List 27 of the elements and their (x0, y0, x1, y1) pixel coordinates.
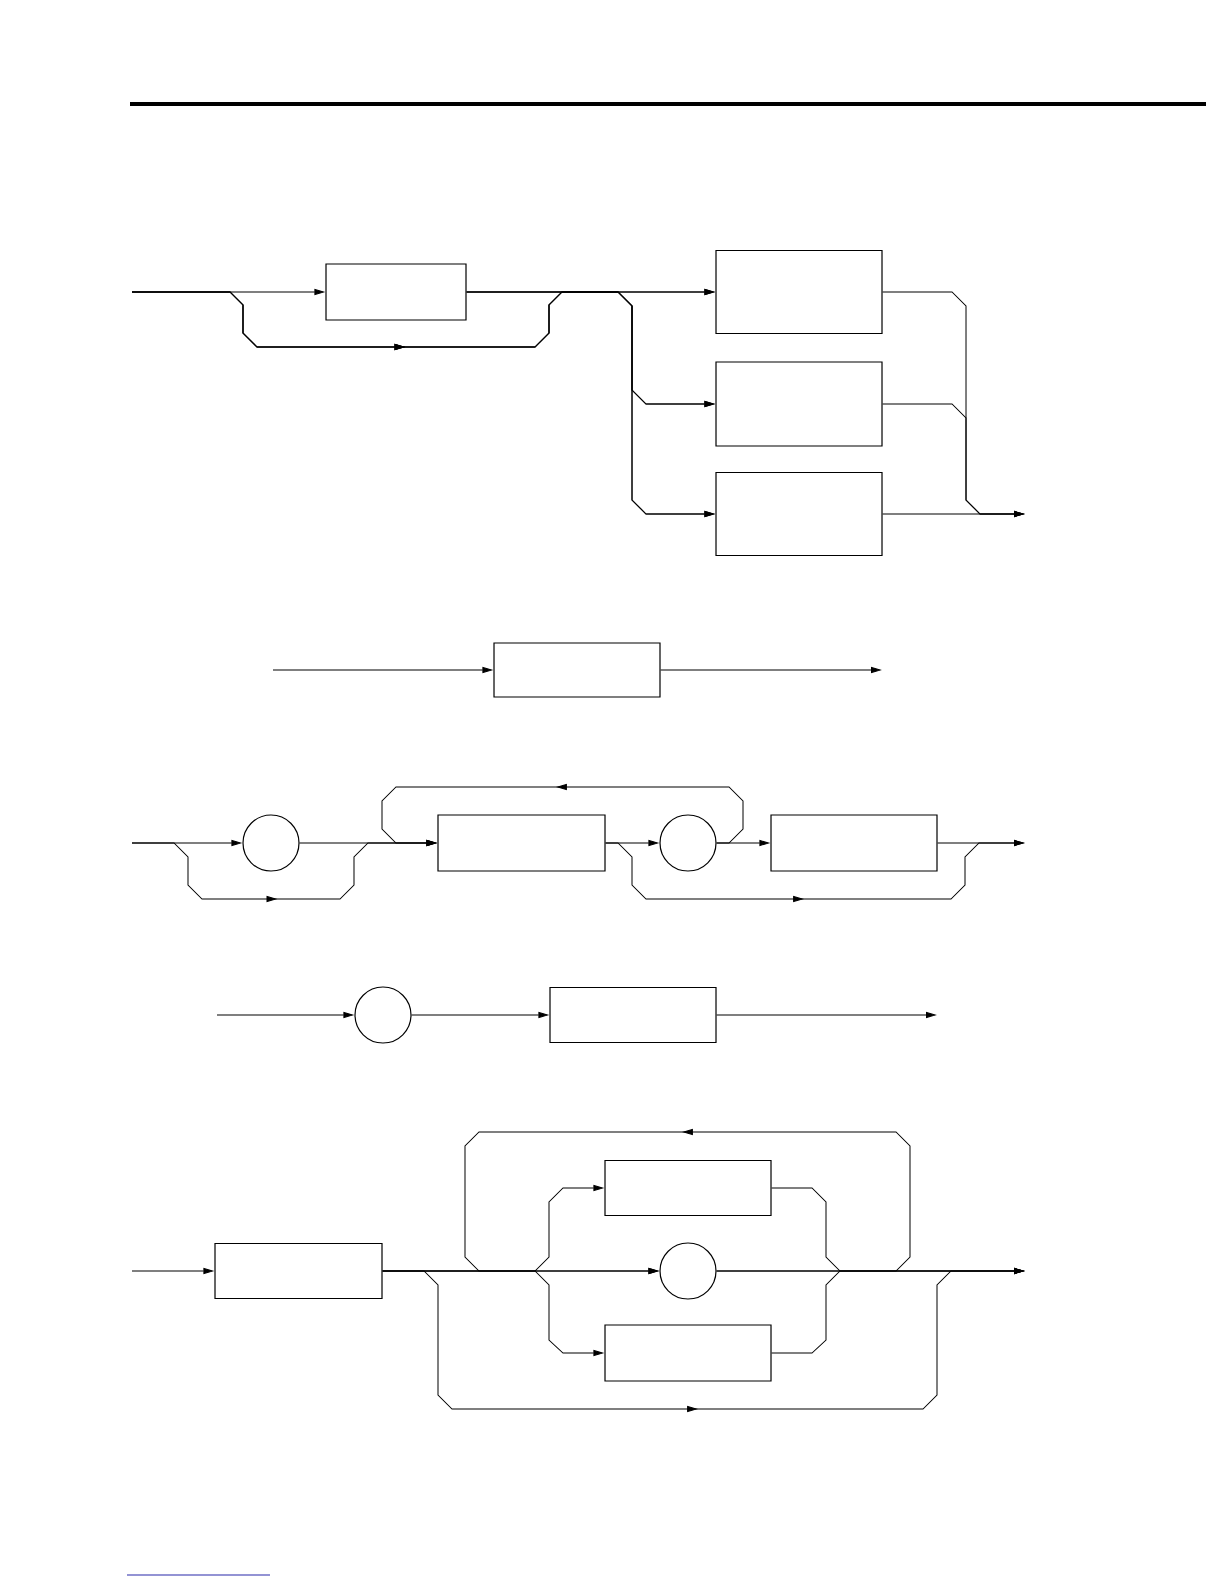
arrow (466, 291, 714, 517)
arrow (381, 784, 744, 846)
empty-circle (659, 814, 717, 872)
arrow (272, 667, 492, 673)
arrow (660, 667, 881, 673)
empty-circle (659, 1242, 717, 1300)
arrow (411, 1012, 548, 1018)
empty-circle (354, 986, 412, 1044)
empty-box (437, 814, 606, 872)
empty-box (715, 361, 883, 447)
arrow (216, 1012, 353, 1018)
empty-box (604, 1324, 772, 1382)
arrow (716, 1012, 936, 1018)
empty-box (549, 986, 717, 1044)
empty-box (214, 1242, 383, 1300)
empty-box (715, 471, 883, 557)
arrow (464, 1129, 911, 1274)
arrow (937, 840, 1024, 846)
empty-box (604, 1159, 772, 1217)
empty-box (325, 263, 467, 321)
arrow (882, 511, 1024, 517)
empty-circle (242, 814, 300, 872)
arrow (771, 1268, 1024, 1354)
empty-box (493, 642, 661, 698)
arrow (131, 1268, 213, 1274)
empty-box (770, 814, 938, 872)
empty-box (715, 249, 883, 335)
